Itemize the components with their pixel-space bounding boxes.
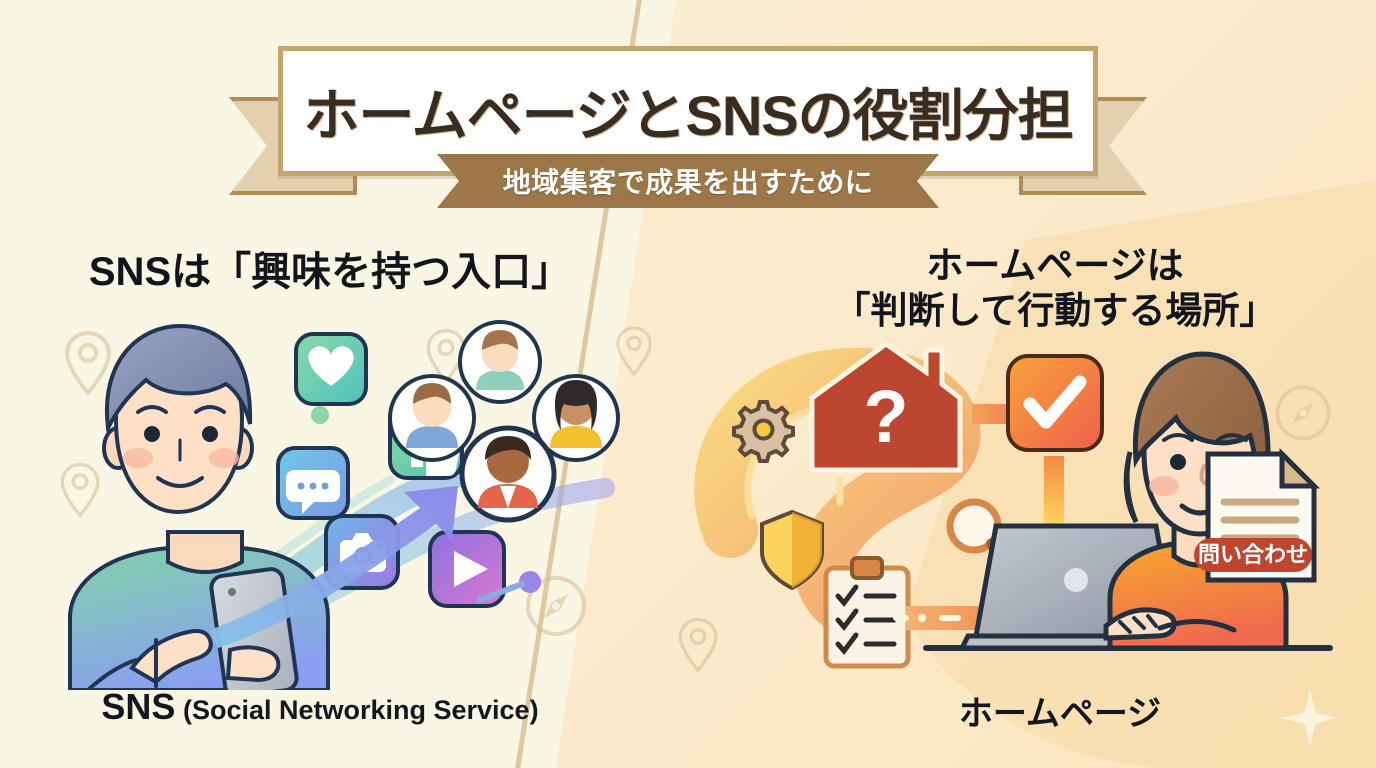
contact-badge-label: 問い合わせ bbox=[1198, 542, 1308, 567]
right-panel-heading-line2: 「判断して行動する場所」 bbox=[833, 290, 1277, 332]
map-pin-icon bbox=[678, 617, 718, 673]
contact-document-icon: 問い合わせ bbox=[1194, 447, 1321, 583]
checkmark-tile-icon bbox=[1006, 354, 1104, 452]
engagement-arrow bbox=[210, 486, 458, 648]
page-subtitle: 地域集客で成果を出すために bbox=[502, 167, 874, 198]
header-subtitle-banner: 地域集客で成果を出すために bbox=[437, 154, 939, 208]
page-title: ホームページとSNSの役割分担 bbox=[303, 83, 1073, 147]
dot-connector bbox=[477, 581, 525, 603]
map-pin-icon bbox=[60, 462, 100, 518]
header-ribbon: ホームページとSNSの役割分担 bbox=[229, 46, 1147, 216]
map-pin-icon bbox=[64, 330, 112, 396]
compass-icon bbox=[1275, 385, 1331, 441]
avatar bbox=[388, 374, 476, 462]
shield-icon bbox=[760, 509, 824, 591]
left-caption-sub: (Social Networking Service) bbox=[175, 695, 539, 725]
ribbon-plate: ホームページとSNSの役割分担 bbox=[278, 46, 1098, 176]
sns-icon-tile-chat bbox=[276, 446, 350, 520]
right-panel-heading-line1: ホームページは bbox=[926, 245, 1184, 286]
left-caption-main: SNS bbox=[101, 686, 176, 727]
avatar bbox=[458, 320, 542, 404]
map-pin-icon bbox=[616, 326, 652, 377]
avatar bbox=[459, 425, 557, 523]
dot-accent bbox=[519, 571, 541, 593]
check-stem bbox=[1044, 456, 1064, 524]
left-illustration bbox=[68, 320, 620, 690]
gear-icon bbox=[732, 400, 795, 463]
right-illustration: ? bbox=[694, 340, 1333, 669]
contact-badge bbox=[1194, 538, 1312, 572]
left-panel-heading: SNSは「興味を持つ入口」 bbox=[88, 250, 572, 294]
clipboard-checklist-icon bbox=[823, 556, 911, 669]
sns-icon-tile-play bbox=[428, 530, 506, 608]
sns-icon-tile-heart bbox=[294, 332, 368, 406]
house-question-icon: ? bbox=[809, 340, 963, 473]
avatar bbox=[532, 374, 620, 462]
house-question-mark: ? bbox=[863, 375, 908, 458]
compass-icon bbox=[526, 576, 586, 636]
dot-accent bbox=[311, 406, 329, 424]
right-panel-caption: ホームページ bbox=[958, 695, 1162, 733]
left-panel-caption: SNS (Social Networking Service) bbox=[40, 686, 600, 728]
right-panel-heading: ホームページは 「判断して行動する場所」 bbox=[770, 243, 1340, 333]
